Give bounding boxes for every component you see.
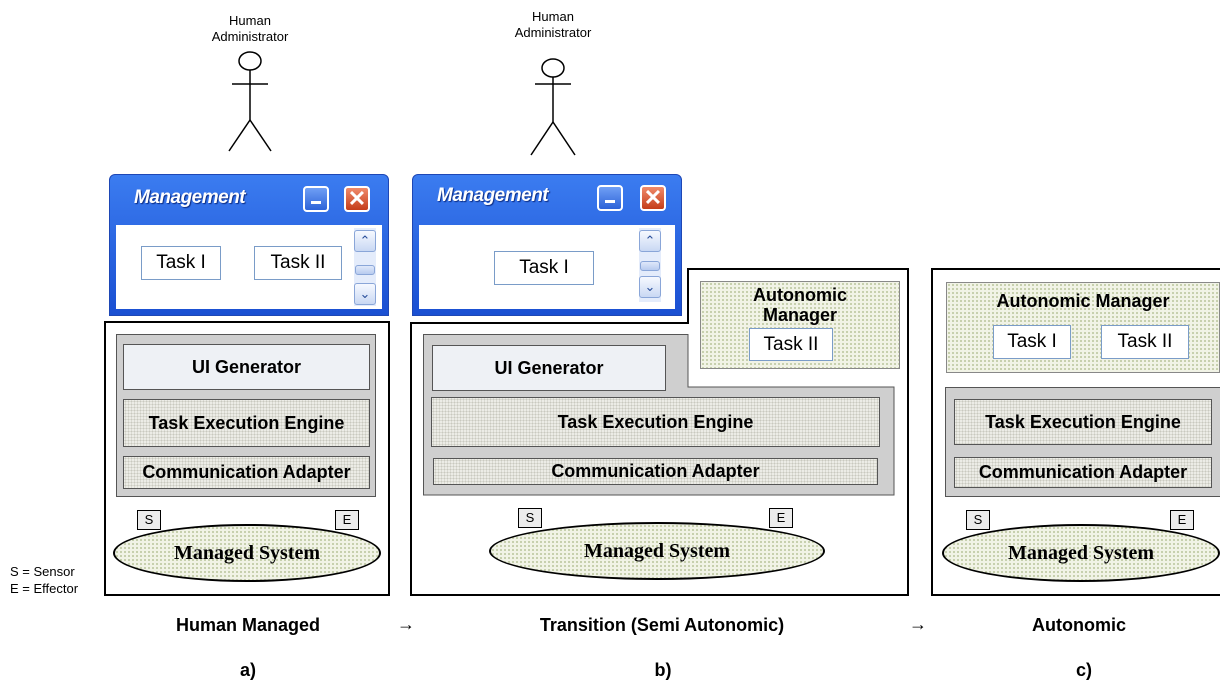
management-component-group: UI Generator Task Execution Engine Commu… <box>116 334 376 497</box>
scroll-down-icon[interactable]: ⌄ <box>639 276 661 298</box>
effector-tag: E <box>1170 510 1194 530</box>
managed-system: Managed System <box>942 524 1220 582</box>
management-window-b[interactable]: Management ✕ Task I ⌃ ⌄ <box>412 174 682 316</box>
management-window-a[interactable]: Management ✕ Task I Task II ⌃ ⌄ <box>109 174 389 316</box>
scrollbar[interactable]: ⌃ ⌄ <box>639 228 661 302</box>
task-ii-box[interactable]: Task II <box>254 246 342 280</box>
communication-adapter: Communication Adapter <box>123 456 370 489</box>
task-execution-engine: Task Execution Engine <box>123 399 370 447</box>
label-line: Manager <box>762 305 838 325</box>
label-a: a) <box>239 660 256 680</box>
window-body: Task I ⌃ ⌄ <box>419 225 675 309</box>
human-administrator-label-a: Human Administrator <box>190 13 310 45</box>
sensor-tag: S <box>518 508 542 528</box>
task-execution-engine: Task Execution Engine <box>431 397 880 447</box>
caption-human-managed: Human Managed <box>175 615 321 635</box>
legend: S = Sensor E = Effector <box>10 563 78 597</box>
communication-adapter: Communication Adapter <box>433 458 878 485</box>
close-icon: ✕ <box>643 185 663 210</box>
human-administrator-label-b: Human Administrator <box>493 9 613 41</box>
effector-tag: E <box>769 508 793 528</box>
caption-autonomic: Autonomic <box>1032 615 1126 635</box>
autonomic-manager-label: Autonomic Manager <box>996 291 1170 311</box>
task-execution-engine: Task Execution Engine <box>954 399 1212 445</box>
panel-a-frame: UI Generator Task Execution Engine Commu… <box>104 321 390 596</box>
autonomic-manager-c: Autonomic Manager Task I Task II <box>946 282 1220 373</box>
actor-label-line: Administrator <box>211 29 289 44</box>
scroll-up-icon[interactable]: ⌃ <box>639 230 661 252</box>
scroll-thumb[interactable] <box>355 265 375 275</box>
communication-adapter: Communication Adapter <box>954 457 1212 488</box>
minimize-button[interactable] <box>597 185 623 211</box>
close-icon: ✕ <box>347 186 367 211</box>
actor-label-line: Human <box>532 9 574 24</box>
task-ii-box[interactable]: Task II <box>1101 325 1189 359</box>
panel-c-frame: Autonomic Manager Task I Task II Task Ex… <box>931 268 1220 596</box>
scroll-up-icon[interactable]: ⌃ <box>354 230 376 252</box>
close-button[interactable]: ✕ <box>640 185 666 211</box>
human-administrator-figure-a <box>228 51 272 152</box>
task-i-box[interactable]: Task I <box>993 325 1071 359</box>
arrow-right-icon: → <box>397 614 415 634</box>
label-line: Autonomic <box>753 285 847 305</box>
scroll-down-icon[interactable]: ⌄ <box>354 283 376 305</box>
task-i-box[interactable]: Task I <box>494 251 594 285</box>
actor-label-line: Human <box>229 13 271 28</box>
ui-generator: UI Generator <box>432 345 666 391</box>
ui-generator: UI Generator <box>123 344 370 390</box>
autonomic-manager-label: Autonomic Manager <box>701 285 899 325</box>
effector-tag: E <box>335 510 359 530</box>
label-b: b) <box>654 660 672 680</box>
scroll-thumb[interactable] <box>640 261 660 271</box>
legend-effector: E = Effector <box>10 581 79 596</box>
sensor-tag: S <box>137 510 161 530</box>
managed-system: Managed System <box>489 522 825 580</box>
window-title: Management <box>437 185 549 206</box>
window-body: Task I Task II ⌃ ⌄ <box>116 225 382 309</box>
management-component-group: Task Execution Engine Communication Adap… <box>945 387 1220 497</box>
task-i-box[interactable]: Task I <box>141 246 221 280</box>
caption-transition: Transition (Semi Autonomic) <box>539 615 785 635</box>
close-button[interactable]: ✕ <box>344 186 370 212</box>
human-administrator-figure-b <box>530 58 576 156</box>
arrow-right-icon: → <box>909 614 927 634</box>
sensor-tag: S <box>966 510 990 530</box>
window-title: Management <box>134 187 246 208</box>
task-ii-box[interactable]: Task II <box>749 328 833 361</box>
scrollbar[interactable]: ⌃ ⌄ <box>354 228 376 306</box>
managed-system: Managed System <box>113 524 381 582</box>
legend-sensor: S = Sensor <box>10 564 75 579</box>
autonomic-manager-b: Autonomic Manager Task II <box>700 281 900 369</box>
actor-label-line: Administrator <box>514 25 592 40</box>
minimize-button[interactable] <box>303 186 329 212</box>
label-c: c) <box>1075 660 1092 680</box>
